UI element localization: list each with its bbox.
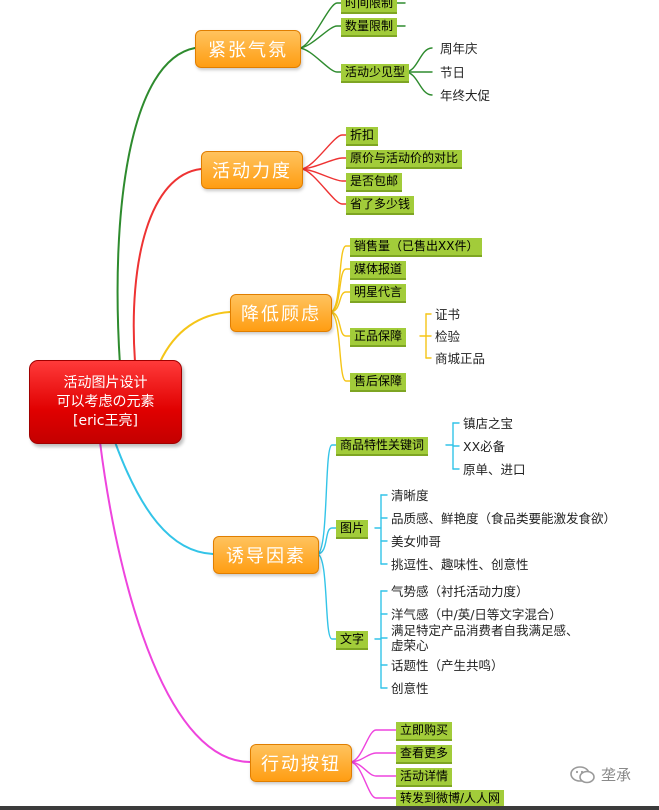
leaf-images: 图片 <box>336 520 369 539</box>
connector-strength-leaf-1 <box>300 157 351 170</box>
connector-strength-leaf-0 <box>300 134 351 170</box>
connector-root-to-strength <box>132 168 202 363</box>
leaf-mall-genuine: 商城正品 <box>435 351 486 366</box>
category-promotion-strength: 活动力度 <box>201 151 303 189</box>
root-line-2: 可以考虑の元素 <box>56 393 155 410</box>
connector-rare-to-anniversary <box>404 47 433 73</box>
leaf-after-sales: 售后保障 <box>350 373 407 392</box>
leaf-rare-event: 活动少见型 <box>341 64 410 83</box>
connector-tension-leaf-2 <box>298 47 406 73</box>
connector-actions-leaf-3 <box>349 761 397 799</box>
leaf-topical: 话题性（产生共鸣） <box>391 658 504 673</box>
wechat-icon <box>570 765 595 783</box>
leaf-buy-now: 立即购买 <box>396 722 453 741</box>
connector-concerns-leaf-3 <box>329 311 355 337</box>
connector-root-to-actions <box>99 441 251 763</box>
leaf-self-satisfaction: 满足特定产品消费者自我满足感、 <box>391 623 579 638</box>
connector-tension-leaf-1 <box>298 25 406 49</box>
leaf-clarity: 清晰度 <box>391 488 429 503</box>
root-line-1: 活动图片设计 <box>63 374 148 391</box>
leaf-stylish: 洋气感（中/英/日等文字混合） <box>391 607 562 622</box>
leaf-quality-vividness: 品质感、鲜艳度（食品类要能激发食欲） <box>391 511 617 526</box>
leaf-certificate: 证书 <box>435 307 461 322</box>
leaf-holiday: 节日 <box>440 65 466 80</box>
leaf-quantity-limit: 数量限制 <box>341 18 398 37</box>
leaf-year-end-sale: 年终大促 <box>440 88 491 103</box>
leaf-text: 文字 <box>336 631 369 650</box>
leaf-event-details: 活动详情 <box>396 768 453 787</box>
connector-rare-to-yearend <box>404 71 433 96</box>
connector-strength-leaf-2 <box>300 168 351 182</box>
connector-actions-leaf-1 <box>349 752 397 763</box>
leaf-discount: 折扣 <box>346 127 379 146</box>
bottom-border <box>0 806 659 810</box>
category-inducements: 诱导因素 <box>213 536 319 574</box>
connector-concerns-leaf-0 <box>329 245 355 313</box>
connector-root-to-concerns <box>159 311 231 363</box>
leaf-see-more: 查看更多 <box>396 745 453 764</box>
leaf-media-coverage: 媒体报道 <box>350 261 407 280</box>
root-node: 活动图片设计 可以考虑の元素 [eric王亮] <box>29 360 182 444</box>
leaf-must-have: XX必备 <box>463 439 506 454</box>
leaf-product-keywords: 商品特性关键词 <box>336 437 429 456</box>
connector-concerns-leaf-1 <box>329 268 355 313</box>
leaf-authenticity: 正品保障 <box>350 328 407 347</box>
connector-concerns-leaf-4 <box>329 311 355 382</box>
leaf-inspection: 检验 <box>435 329 461 344</box>
leaf-store-treasure: 镇店之宝 <box>463 416 514 431</box>
connector-actions-leaf-0 <box>349 729 397 763</box>
leaf-free-shipping: 是否包邮 <box>346 173 403 192</box>
category-tension: 紧张气氛 <box>195 30 301 68</box>
leaf-original-import: 原单、进口 <box>463 462 526 477</box>
leaf-teasing-creative: 挑逗性、趣味性、创意性 <box>391 557 529 572</box>
connector-strength-leaf-3 <box>300 168 351 205</box>
connector-inducements-leaf-0 <box>316 444 337 555</box>
leaf-price-comparison: 原价与活动价的对比 <box>346 150 463 169</box>
leaf-momentum: 气势感（衬托活动力度） <box>391 584 529 599</box>
root-line-3: [eric王亮] <box>73 412 138 429</box>
leaf-vanity: 虚荣心 <box>391 638 429 653</box>
connector-actions-leaf-2 <box>349 761 397 777</box>
leaf-time-limit: 时间限制 <box>341 0 398 14</box>
leaf-creativity: 创意性 <box>391 681 429 696</box>
connector-inducements-leaf-2 <box>316 553 337 640</box>
connector-root-to-inducements <box>114 441 214 555</box>
leaf-celebrity: 明星代言 <box>350 284 407 303</box>
connector-concerns-leaf-2 <box>329 291 355 313</box>
leaf-savings: 省了多少钱 <box>346 196 415 215</box>
leaf-sales-volume: 销售量（已售出XX件） <box>350 238 483 257</box>
leaf-anniversary: 周年庆 <box>440 41 478 56</box>
watermark: 垄承 <box>570 764 631 785</box>
connector-root-to-tension <box>116 47 196 366</box>
watermark-text: 垄承 <box>601 766 632 784</box>
category-reduce-concerns: 降低顾虑 <box>230 294 332 332</box>
connector-inducements-leaf-1 <box>316 527 337 555</box>
leaf-attractive-models: 美女帅哥 <box>391 534 442 549</box>
category-action-buttons: 行动按钮 <box>250 744 352 782</box>
